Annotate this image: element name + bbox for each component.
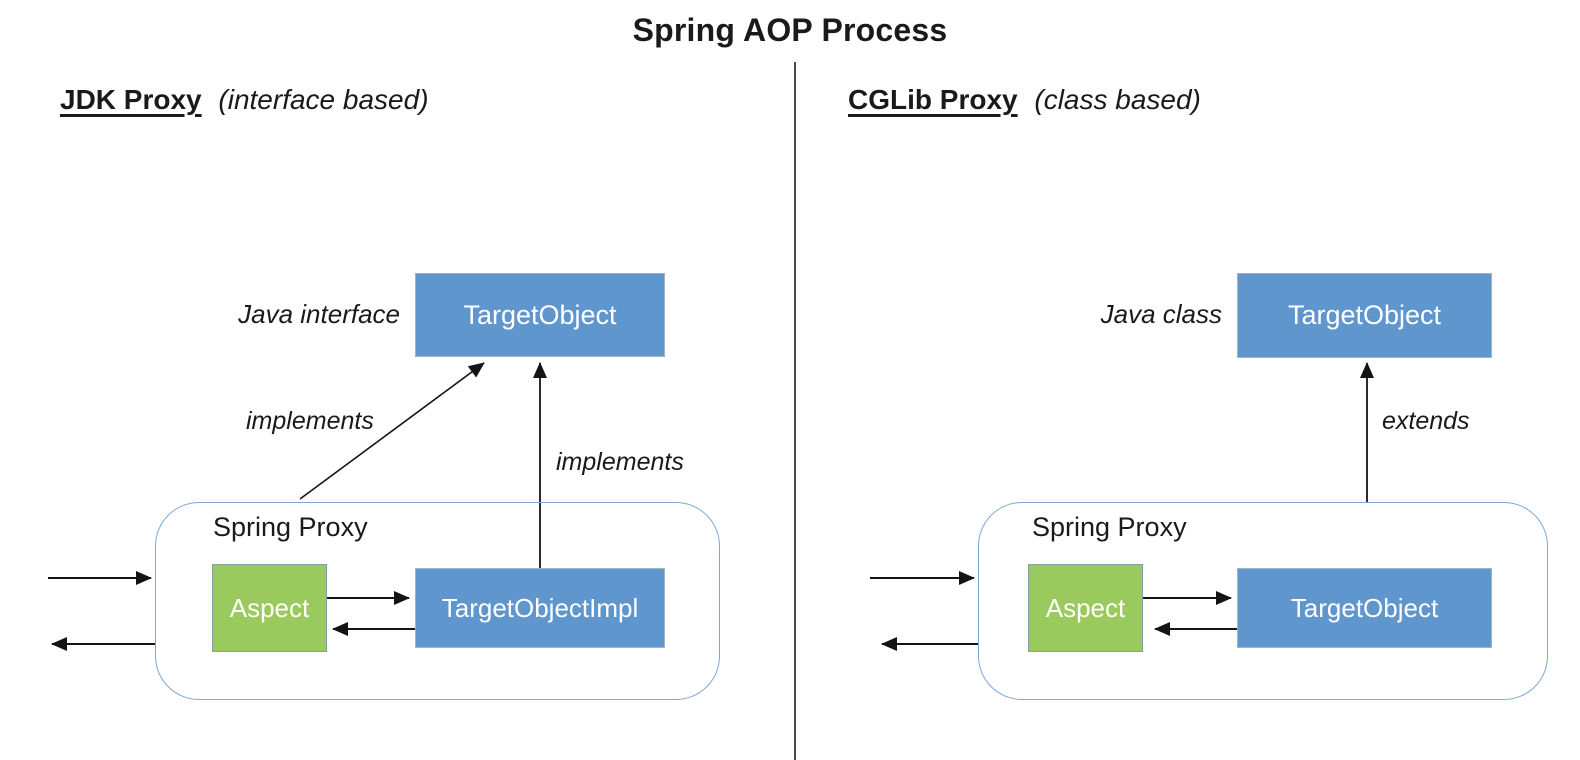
jdk-proxy-heading-title: JDK Proxy: [60, 84, 202, 115]
left-target-object-interface-label: TargetObject: [463, 299, 617, 330]
right-target-object-class-label: TargetObject: [1287, 300, 1442, 330]
left-implements-diagonal-label: implements: [246, 407, 374, 435]
cglib-proxy-heading: CGLib Proxy (class based): [848, 84, 1201, 116]
left-spring-proxy-label: Spring Proxy: [213, 512, 368, 542]
left-spring-proxy-container: [155, 502, 720, 700]
right-aspect-box: Aspect: [1028, 564, 1143, 652]
left-target-object-interface-box: TargetObject: [415, 273, 665, 357]
right-spring-proxy-container: [978, 502, 1548, 700]
diagram-title: Spring AOP Process: [632, 12, 948, 48]
cglib-proxy-heading-title: CGLib Proxy: [848, 84, 1018, 115]
java-class-label: Java class: [1100, 299, 1222, 329]
java-interface-label: Java interface: [238, 299, 400, 329]
center-divider-line: [794, 62, 796, 760]
cglib-proxy-heading-note: (class based): [1034, 84, 1201, 115]
right-extends-label: extends: [1382, 407, 1470, 435]
left-implements-vertical-label: implements: [556, 448, 684, 476]
right-aspect-label: Aspect: [1045, 592, 1126, 623]
left-target-object-impl-box: TargetObjectImpl: [415, 568, 665, 648]
right-target-object-class-box: TargetObject: [1237, 273, 1492, 358]
right-target-object-inner-box: TargetObject: [1237, 568, 1492, 648]
left-aspect-label: Aspect: [229, 592, 310, 623]
right-spring-proxy-label: Spring Proxy: [1032, 512, 1187, 542]
right-target-object-inner-label: TargetObject: [1290, 592, 1439, 623]
jdk-proxy-heading: JDK Proxy (interface based): [60, 84, 429, 116]
left-aspect-box: Aspect: [212, 564, 327, 652]
left-target-object-impl-label: TargetObjectImpl: [441, 592, 639, 623]
jdk-proxy-heading-note: (interface based): [218, 84, 429, 115]
